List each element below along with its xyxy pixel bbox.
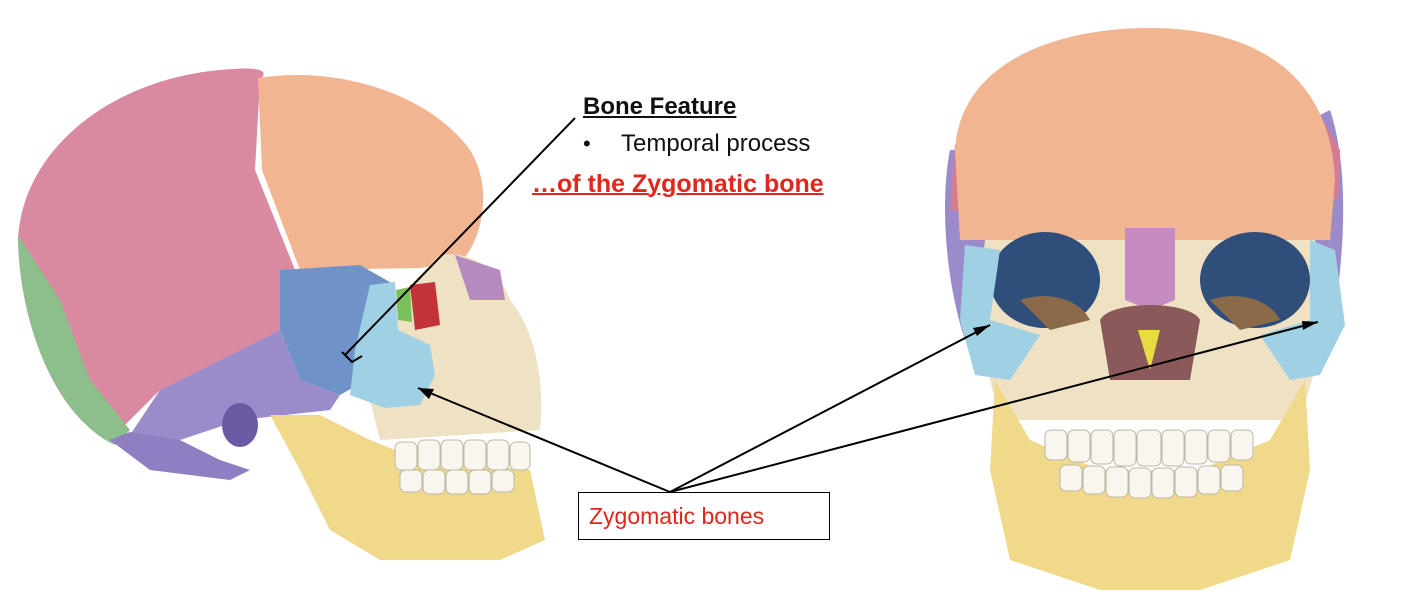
feature-pointer-line xyxy=(344,117,576,356)
zygomatic-label-text: Zygomatic bones xyxy=(589,502,765,529)
bullet-icon: • xyxy=(583,131,591,156)
arrowhead-icon xyxy=(418,388,434,399)
skull-anterior-illustration xyxy=(945,28,1345,590)
arrow-left-zygomatic xyxy=(417,387,671,493)
arrow-right-zygomatic-2 xyxy=(669,321,1319,493)
arrow-right-zygomatic-1 xyxy=(669,324,991,493)
leader-lines xyxy=(341,117,1319,493)
feature-pointer-bracket xyxy=(341,351,363,364)
arrowhead-icon xyxy=(1302,321,1318,330)
bone-feature-list: • Temporal process xyxy=(583,130,810,158)
zygomatic-label-box: Zygomatic bones xyxy=(578,492,830,540)
bone-feature-heading: Bone Feature xyxy=(583,93,737,120)
arrowhead-icon xyxy=(973,325,990,336)
bone-feature-item-text: Temporal process xyxy=(621,130,811,157)
arrowheads xyxy=(418,321,1318,399)
bone-feature-item: • Temporal process xyxy=(583,130,810,158)
skull-lateral-illustration xyxy=(18,68,545,560)
bone-feature-subheading: …of the Zygomatic bone xyxy=(532,170,824,198)
